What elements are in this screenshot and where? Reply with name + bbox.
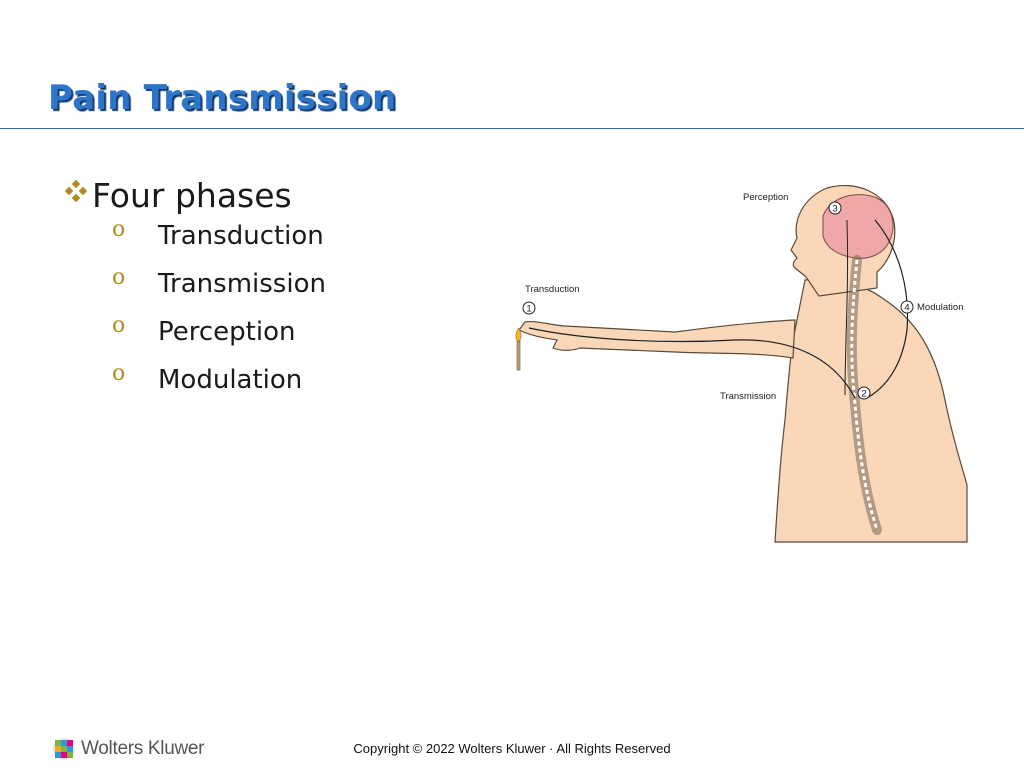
wolters-kluwer-globe-icon xyxy=(53,738,75,760)
body-torso xyxy=(774,278,968,543)
marker-1: 1 xyxy=(522,301,536,315)
main-bullet-text: Four phases xyxy=(92,176,292,215)
slide-title: Pain Transmission xyxy=(48,78,397,118)
company-logo: Wolters Kluwer xyxy=(52,737,205,761)
svg-text:3: 3 xyxy=(832,204,837,215)
diamond-bullet-icon xyxy=(64,180,88,203)
modulation-pathway xyxy=(866,219,909,399)
svg-text:1: 1 xyxy=(526,304,531,315)
marker-3: 3 xyxy=(828,201,842,215)
sub-bullet-marker: o xyxy=(112,265,126,290)
sub-bullet-text: Transmission xyxy=(158,269,326,299)
ascending-pathway xyxy=(844,219,849,396)
marker-4: 4 xyxy=(900,300,914,314)
sub-bullet-marker: o xyxy=(112,313,126,338)
sub-bullet-list: o Transduction o Transmission o Percepti… xyxy=(64,217,326,413)
sub-bullet-item: o Perception xyxy=(112,313,326,365)
main-bullet: Four phases xyxy=(64,176,326,215)
spinal-cord xyxy=(850,259,879,531)
flame-icon xyxy=(515,327,522,343)
sub-bullet-text: Transduction xyxy=(158,221,324,251)
sub-bullet-marker: o xyxy=(112,217,126,242)
pain-pathway-illustration: 1 2 3 4 Perception Transduction Modulati… xyxy=(515,184,968,543)
svg-text:2: 2 xyxy=(861,389,866,400)
sub-bullet-marker: o xyxy=(112,361,126,386)
match-stick xyxy=(516,339,521,371)
label-modulation: Modulation xyxy=(917,302,963,313)
sub-bullet-item: o Modulation xyxy=(112,361,326,413)
marker-2: 2 xyxy=(857,386,871,400)
title-divider xyxy=(0,128,1024,129)
sub-bullet-text: Perception xyxy=(158,317,296,347)
svg-text:4: 4 xyxy=(904,303,909,314)
label-transduction: Transduction xyxy=(525,284,580,295)
body-arm xyxy=(518,319,796,359)
sub-bullet-item: o Transduction xyxy=(112,217,326,269)
sub-bullet-text: Modulation xyxy=(158,365,303,395)
bullet-list: Four phases o Transduction o Transmissio… xyxy=(64,176,326,413)
copyright-text: Copyright © 2022 Wolters Kluwer · All Ri… xyxy=(353,741,671,756)
label-transmission: Transmission xyxy=(720,391,776,402)
logo-text: Wolters Kluwer xyxy=(81,738,205,759)
nerve-pathway xyxy=(528,327,856,399)
sub-bullet-item: o Transmission xyxy=(112,265,326,317)
label-perception: Perception xyxy=(743,192,788,203)
